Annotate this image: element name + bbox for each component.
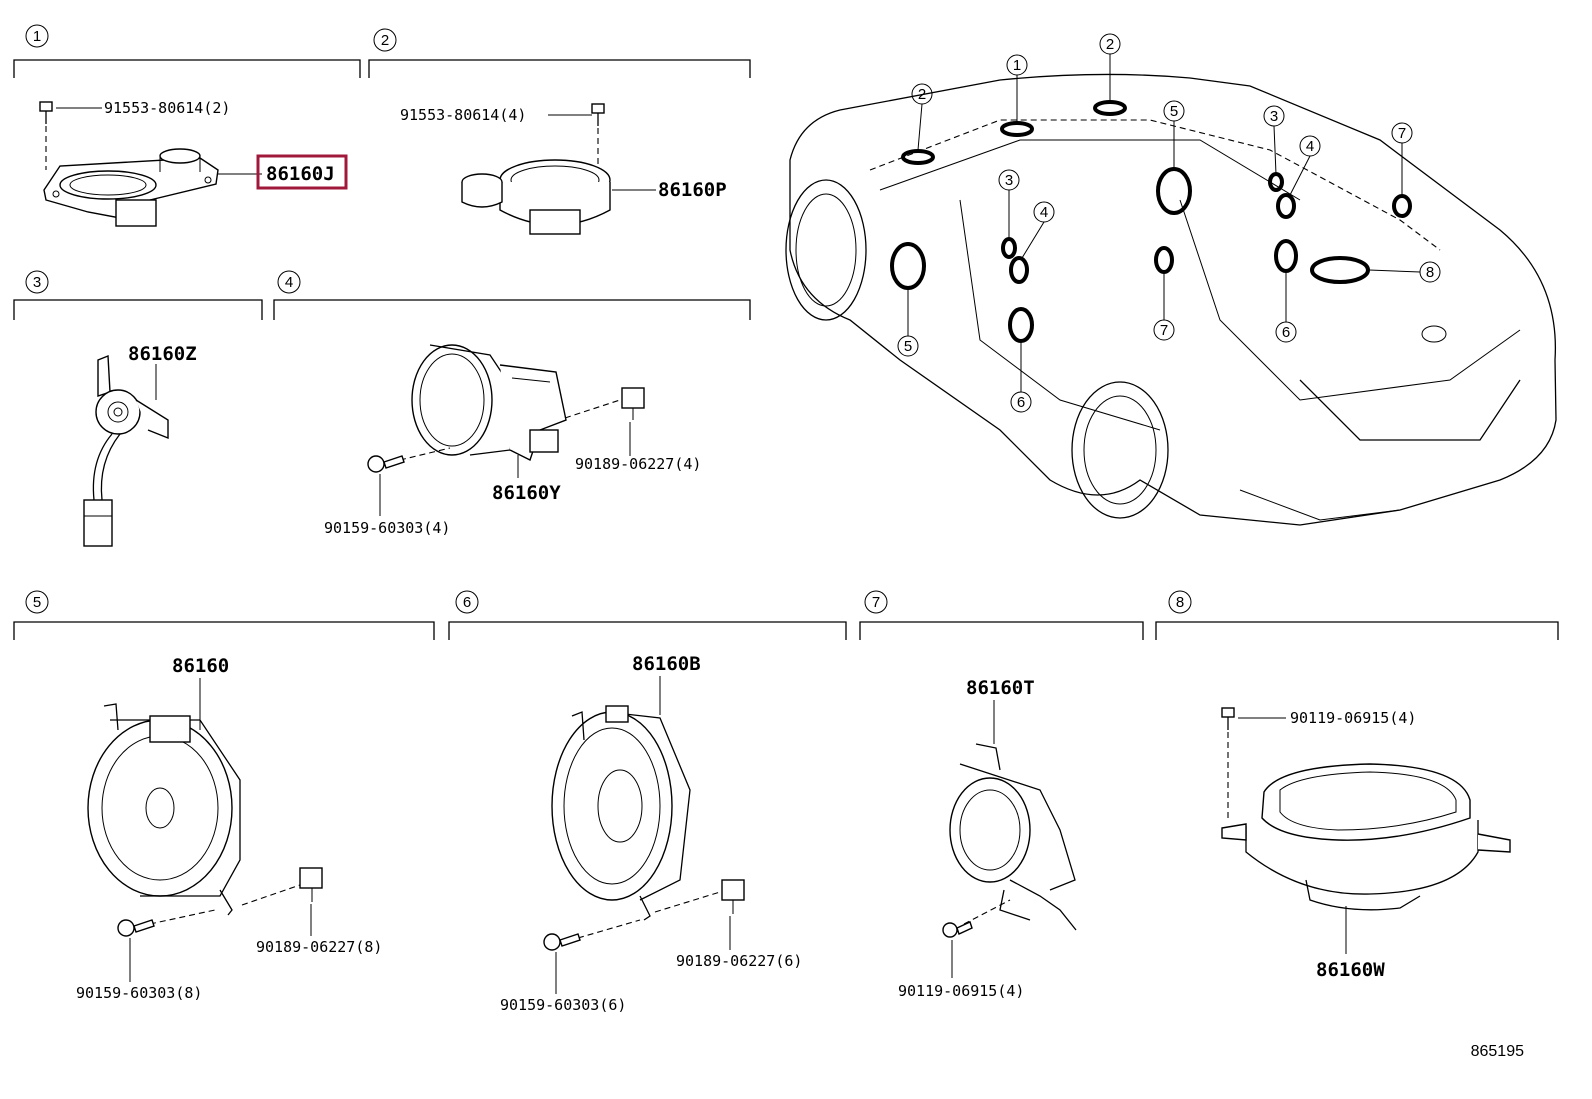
bolt-icon <box>591 103 605 126</box>
clip-icon <box>299 867 323 902</box>
door-speaker-drawing <box>411 344 567 461</box>
section-4: 4 90189-06227(4) 86160Y 90159-60303(4) <box>273 270 751 537</box>
mid-speaker-drawing <box>461 159 611 235</box>
part-number-86160W[interactable]: 86160W <box>1316 959 1385 981</box>
screw-icon <box>942 921 973 938</box>
screw-icon <box>543 933 581 951</box>
speaker-drawing-6 <box>551 705 691 921</box>
section-7-number: 7 <box>872 594 880 611</box>
fastener-label: 90159-60303(4) <box>324 519 450 537</box>
speaker-location-2-rear[interactable] <box>1093 100 1127 116</box>
section-5: 5 86160 90189-06227(8) 90159-60303(8) <box>13 590 435 1002</box>
callout: 5 <box>1170 103 1178 120</box>
section-2-number: 2 <box>381 32 389 49</box>
fastener-label: 90119-06915(4) <box>898 982 1024 1000</box>
speaker-location-5-rear[interactable] <box>1156 167 1192 215</box>
section-8-bracket <box>1155 621 1559 640</box>
speaker-location-7-front[interactable] <box>1154 246 1174 274</box>
section-5-bracket <box>13 621 435 640</box>
part-number-86160P[interactable]: 86160P <box>658 179 727 201</box>
callout: 2 <box>918 86 926 103</box>
callout: 1 <box>1013 57 1021 74</box>
speaker-location-1[interactable] <box>1000 121 1034 137</box>
section-6-bracket <box>448 621 847 640</box>
part-number-86160[interactable]: 86160 <box>172 655 229 677</box>
bolt-icon <box>1221 707 1235 730</box>
section-3: 3 86160Z <box>13 270 263 547</box>
speaker-location-7-rear[interactable] <box>1392 194 1412 218</box>
car-speaker-rings <box>890 100 1412 343</box>
part-number-86160B[interactable]: 86160B <box>632 653 701 675</box>
fastener-label: 90159-60303(6) <box>500 996 626 1014</box>
callout: 5 <box>904 338 912 355</box>
callout: 4 <box>1306 138 1314 155</box>
speaker-location-3-rear[interactable] <box>1268 172 1284 192</box>
fastener-label: 90189-06227(6) <box>676 952 802 970</box>
section-6: 6 86160B 90189-06227(6) 90159-60303(6) <box>448 590 847 1014</box>
bolt-icon <box>39 101 53 124</box>
fastener-label: 90159-60303(8) <box>76 984 202 1002</box>
screw-icon <box>117 919 155 937</box>
section-8: 8 90119-06915(4) 86160W <box>1155 590 1559 981</box>
speaker-location-6-rear[interactable] <box>1274 239 1298 273</box>
speaker-location-8[interactable] <box>1310 256 1370 284</box>
fastener-label: 91553-80614(2) <box>104 99 230 117</box>
section-8-number: 8 <box>1176 594 1184 611</box>
tweeter-drawing <box>83 354 169 547</box>
callout: 7 <box>1160 322 1168 339</box>
section-3-bracket <box>13 299 263 320</box>
part-number-86160Z[interactable]: 86160Z <box>128 343 197 365</box>
subwoofer-drawing <box>1221 763 1511 911</box>
section-1-number: 1 <box>33 28 41 45</box>
section-2: 2 91553-80614(4) 86160P <box>368 28 751 235</box>
fastener-label: 90119-06915(4) <box>1290 709 1416 727</box>
speaker-location-3-front[interactable] <box>1001 237 1017 259</box>
diagram-code: 865195 <box>1471 1043 1524 1060</box>
part-number-86160Y[interactable]: 86160Y <box>492 482 561 504</box>
speaker-location-5-front[interactable] <box>890 242 926 290</box>
tweeter-speaker-drawing <box>43 148 219 227</box>
callout: 8 <box>1426 264 1434 281</box>
callout: 3 <box>1005 172 1013 189</box>
fastener-label: 90189-06227(4) <box>575 455 701 473</box>
speaker-drawing-7 <box>949 743 1077 931</box>
speaker-location-6-front[interactable] <box>1008 307 1034 343</box>
part-number-86160T[interactable]: 86160T <box>966 677 1035 699</box>
callout: 6 <box>1282 324 1290 341</box>
speaker-location-2-front[interactable] <box>901 149 935 165</box>
fastener-label: 91553-80614(4) <box>400 106 526 124</box>
section-4-number: 4 <box>285 274 293 291</box>
section-7-bracket <box>859 621 1144 640</box>
callout: 6 <box>1017 394 1025 411</box>
car-callouts: 2 1 2 5 3 4 7 3 4 5 6 7 <box>897 33 1441 413</box>
section-6-number: 6 <box>463 594 471 611</box>
section-1: 1 91553-80614(2) 86160J <box>13 24 361 227</box>
section-1-bracket <box>13 59 361 78</box>
car-drawing <box>785 73 1557 526</box>
section-4-bracket <box>273 299 751 320</box>
fastener-label: 90189-06227(8) <box>256 938 382 956</box>
section-2-bracket <box>368 59 751 78</box>
speaker-location-4-rear[interactable] <box>1276 193 1296 219</box>
clip-icon <box>621 387 645 420</box>
callout: 4 <box>1040 204 1048 221</box>
callout: 7 <box>1398 125 1406 142</box>
section-5-number: 5 <box>33 594 41 611</box>
callout: 3 <box>1270 108 1278 125</box>
speaker-location-4-front[interactable] <box>1009 256 1029 284</box>
part-number-86160J[interactable]: 86160J <box>266 163 335 185</box>
screw-icon <box>367 455 405 473</box>
callout: 2 <box>1106 36 1114 53</box>
speaker-drawing-5 <box>87 703 241 916</box>
highlight-box[interactable] <box>256 154 348 190</box>
clip-icon <box>721 879 745 914</box>
section-7: 7 86160T 90119-06915(4) <box>859 590 1144 1000</box>
section-3-number: 3 <box>33 274 41 291</box>
